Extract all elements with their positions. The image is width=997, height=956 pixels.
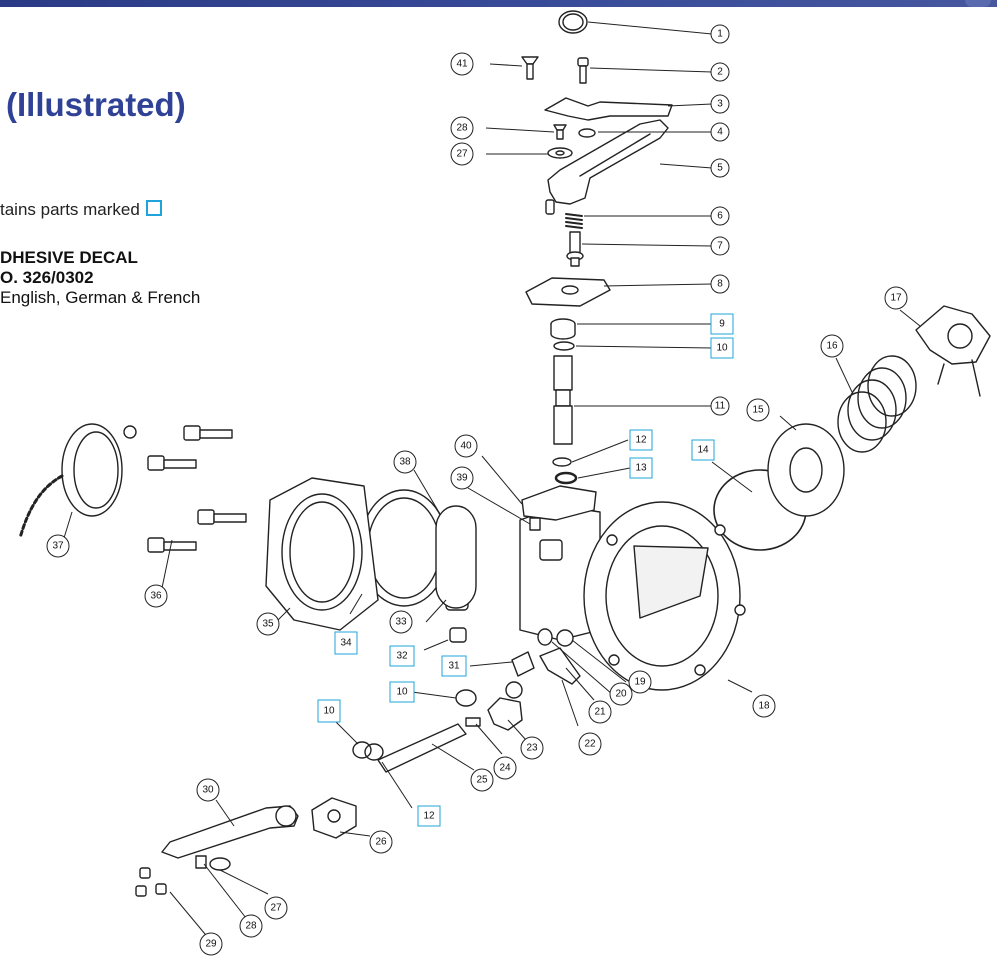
callout-27-bottom: 27 xyxy=(270,903,282,914)
callout-15: 15 xyxy=(752,405,764,416)
callout-31: 31 xyxy=(448,661,460,672)
part-operating-handle xyxy=(547,119,669,205)
decal-line-2: O. 326/0302 xyxy=(0,268,94,287)
callout-10-left: 10 xyxy=(323,706,335,717)
callout-38: 38 xyxy=(399,457,411,468)
part-cap-screw xyxy=(577,57,589,84)
callout-3: 3 xyxy=(717,99,723,110)
callout-30: 30 xyxy=(202,785,214,796)
callout-6: 6 xyxy=(717,211,723,222)
callout-18: 18 xyxy=(758,701,770,712)
kit-note-text: tains parts marked xyxy=(0,200,140,219)
callouts xyxy=(46,24,908,956)
header-bar xyxy=(0,0,997,7)
callout-1: 1 xyxy=(717,29,723,40)
callout-40: 40 xyxy=(460,441,472,452)
page-title: (Illustrated) xyxy=(6,86,186,123)
part-side-handle xyxy=(161,805,299,859)
callout-39: 39 xyxy=(456,473,468,484)
callout-4: 4 xyxy=(717,127,723,138)
part-bolts xyxy=(147,425,247,553)
leader-lines xyxy=(63,21,921,941)
callout-25: 25 xyxy=(476,775,488,786)
part-small-screw xyxy=(553,124,567,140)
callout-36: 36 xyxy=(150,591,162,602)
callout-41: 41 xyxy=(456,59,468,70)
callout-14: 14 xyxy=(697,445,709,456)
callout-19: 19 xyxy=(634,677,646,688)
callout-9: 9 xyxy=(719,319,725,330)
callout-16: 16 xyxy=(826,341,838,352)
callout-2: 2 xyxy=(717,67,723,78)
decal-line-3: English, German & French xyxy=(0,288,201,307)
callout-7: 7 xyxy=(717,241,723,252)
part-shaft xyxy=(553,355,573,445)
callout-22: 22 xyxy=(584,739,596,750)
header-logo-corner xyxy=(965,0,991,7)
callout-34: 34 xyxy=(340,638,352,649)
callout-32: 32 xyxy=(396,651,408,662)
part-dust-cap xyxy=(18,423,137,540)
decal-note: DHESIVE DECAL O. 326/0302 English, Germa… xyxy=(0,248,200,308)
part-poppet-spring xyxy=(837,355,917,453)
callout-10-middle: 10 xyxy=(396,687,408,698)
callout-17: 17 xyxy=(890,293,902,304)
decal-line-1: DHESIVE DECAL xyxy=(0,248,138,267)
callout-28-bottom: 28 xyxy=(245,921,257,932)
callout-35: 35 xyxy=(262,619,274,630)
callout-26: 26 xyxy=(375,837,387,848)
callout-27-top: 27 xyxy=(456,149,468,160)
callout-33: 33 xyxy=(395,617,407,628)
part-latch-plate xyxy=(544,97,673,121)
callout-21: 21 xyxy=(594,707,606,718)
kit-note: tains parts marked xyxy=(0,200,162,220)
callout-8: 8 xyxy=(717,279,723,290)
kit-marker-square-icon xyxy=(145,200,162,216)
callout-24: 24 xyxy=(499,763,511,774)
part-countersunk-screw xyxy=(521,56,539,80)
callout-5: 5 xyxy=(717,163,723,174)
part-valve-body xyxy=(519,501,746,691)
callout-12-top: 12 xyxy=(635,435,647,446)
callout-13: 13 xyxy=(635,463,647,474)
callout-12-bottom: 12 xyxy=(423,811,435,822)
callout-29: 29 xyxy=(205,939,217,950)
callout-28-top: 28 xyxy=(456,123,468,134)
callout-11: 11 xyxy=(715,401,726,412)
callout-37: 37 xyxy=(52,541,64,552)
callout-10-top: 10 xyxy=(716,343,728,354)
part-cam-shaft xyxy=(377,723,467,773)
callout-labels: 1 41 2 3 28 4 27 5 6 7 8 9 10 11 12 13 1… xyxy=(52,29,902,950)
callout-20: 20 xyxy=(615,689,627,700)
callout-23: 23 xyxy=(526,743,538,754)
